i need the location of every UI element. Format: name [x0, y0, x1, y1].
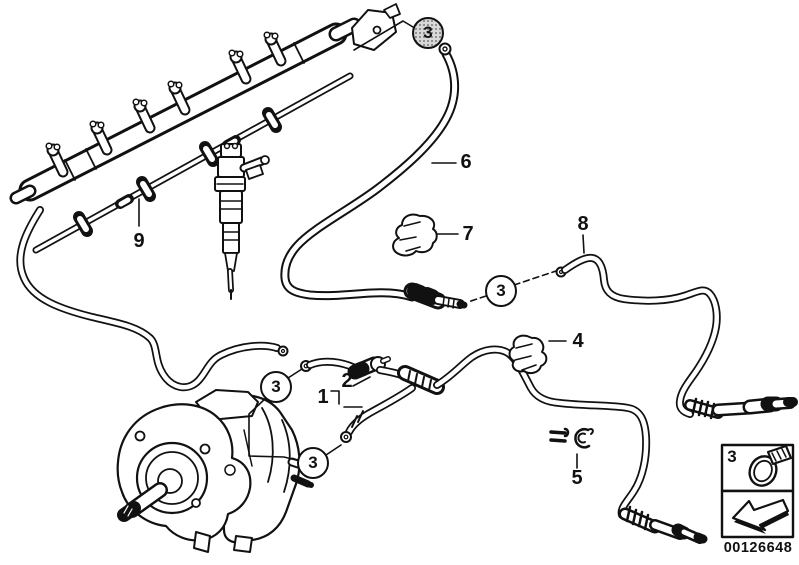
callout-9[interactable]: 9: [133, 230, 145, 252]
callout-4[interactable]: 4: [572, 330, 584, 352]
hose-6: [280, 42, 460, 302]
legend: [720, 443, 795, 539]
callout-5[interactable]: 5: [571, 467, 583, 489]
hose-clamp-icon: [748, 444, 793, 487]
t-fitting: [403, 282, 468, 310]
clip-7: [392, 213, 438, 257]
callout-2[interactable]: 2: [341, 370, 353, 392]
diagram-id: 00126648: [723, 540, 793, 556]
callout-circle-3-lower[interactable]: 3: [297, 447, 329, 479]
pressure-pipes: [32, 72, 354, 254]
callout-circle-3-top[interactable]: 3: [412, 17, 444, 49]
legend-number: 3: [727, 447, 737, 466]
fuel-rail: [9, 3, 401, 205]
hose-8: [555, 253, 798, 420]
clip-5: [549, 427, 594, 449]
leader-lines: [138, 20, 585, 469]
callout-circle-3-left[interactable]: 3: [260, 371, 292, 403]
callout-circle-3-mid[interactable]: 3: [485, 275, 517, 307]
direction-arrow-icon: [731, 498, 790, 534]
callout-8[interactable]: 8: [577, 213, 589, 235]
high-pressure-pump: [116, 389, 318, 553]
callout-1[interactable]: 1: [317, 386, 329, 408]
rail-ports: [45, 31, 287, 178]
callout-7[interactable]: 7: [462, 223, 474, 245]
return-hose: [16, 206, 289, 392]
feed-line: [300, 345, 708, 544]
injector: [214, 142, 270, 300]
callout-6[interactable]: 6: [460, 151, 472, 173]
clip-4: [508, 334, 548, 375]
